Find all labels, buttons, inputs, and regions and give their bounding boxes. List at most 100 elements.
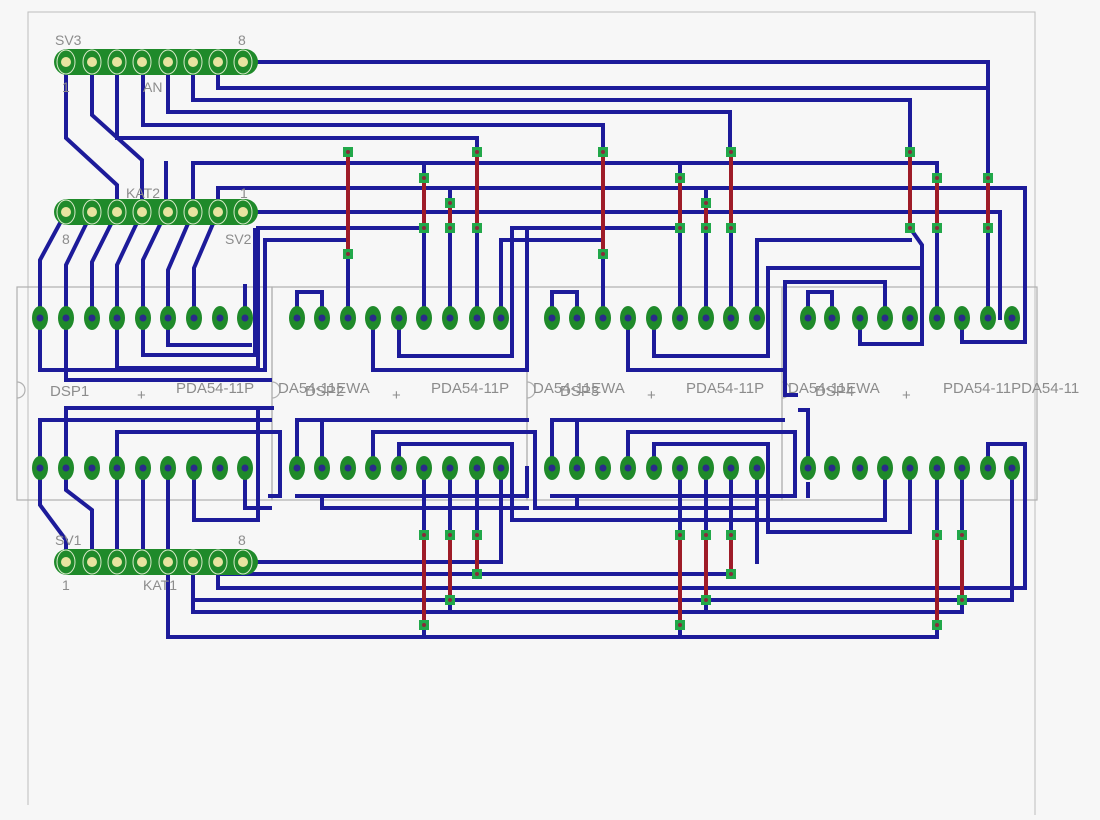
display-pin-hole	[650, 464, 658, 472]
sv3-pad-hole	[188, 57, 198, 67]
display-pin-hole	[62, 464, 70, 472]
via-hole	[935, 176, 939, 180]
sv1-signal: KAT1	[143, 577, 177, 593]
via-hole	[960, 598, 964, 602]
via-hole	[448, 201, 452, 205]
display-pin-hole	[599, 464, 607, 472]
display-pin-hole	[702, 314, 710, 322]
trace	[768, 466, 887, 522]
display-pin-hole	[446, 314, 454, 322]
trace	[550, 418, 785, 470]
trace	[141, 60, 605, 154]
sv2-pin-last: 8	[62, 231, 70, 247]
sv1-pad-hole	[137, 557, 147, 567]
display-pin-hole	[548, 314, 556, 322]
display-pin-hole	[216, 464, 224, 472]
via-hole	[678, 176, 682, 180]
display-pin-hole	[420, 464, 428, 472]
display-pin-hole	[727, 314, 735, 322]
display-pin-hole	[497, 314, 505, 322]
via-hole	[908, 150, 912, 154]
display-pin-hole	[473, 464, 481, 472]
display-pin-hole	[856, 314, 864, 322]
display-pin-hole	[369, 464, 377, 472]
trace	[64, 316, 272, 382]
trace	[652, 442, 912, 534]
sv3-pad-hole	[61, 57, 71, 67]
display-pin-hole	[293, 464, 301, 472]
dsp1-name: DSP1	[50, 383, 89, 400]
display-pin-hole	[318, 314, 326, 322]
sv1-pad-hole	[163, 557, 173, 567]
sv2-pad-hole	[213, 207, 223, 217]
trace	[192, 408, 260, 522]
via-hole	[986, 176, 990, 180]
trace	[90, 209, 120, 320]
trace	[192, 209, 221, 320]
display-pin-hole	[624, 464, 632, 472]
sv1-pad-hole	[238, 557, 248, 567]
via-hole	[422, 533, 426, 537]
trace	[295, 466, 529, 498]
display-pin-hole	[420, 314, 428, 322]
sv1-pin-last: 8	[238, 532, 246, 548]
trace	[397, 226, 682, 358]
trace	[216, 60, 990, 90]
display-pin-hole	[599, 314, 607, 322]
display-pin-hole	[828, 314, 836, 322]
trace	[166, 60, 732, 154]
display-pin-hole	[216, 314, 224, 322]
display-pin-hole	[139, 314, 147, 322]
dsp3-name: DSP3	[560, 383, 599, 400]
sv3-pad-hole	[87, 57, 97, 67]
dsp4-side: DA54-11EWA	[788, 380, 880, 397]
sv3-pad-hole	[163, 57, 173, 67]
dsp2-plus: +	[392, 387, 401, 404]
display-pin-hole	[676, 314, 684, 322]
via-hole	[704, 226, 708, 230]
display-pin-hole	[881, 314, 889, 322]
via-hole	[448, 598, 452, 602]
dsp4-value: PDA54-11PDA54-11	[943, 380, 1079, 397]
display-pin-hole	[113, 314, 121, 322]
via-hole	[475, 226, 479, 230]
trace	[626, 316, 785, 372]
via-hole	[601, 150, 605, 154]
via-hole	[729, 572, 733, 576]
dsp4-plus: +	[902, 387, 911, 404]
trace	[216, 186, 1027, 320]
via-hole	[960, 533, 964, 537]
sv3-name: SV3	[55, 32, 82, 48]
trace	[783, 280, 887, 397]
sv3-pin-last: 8	[238, 32, 246, 48]
sv1-pad-hole	[87, 557, 97, 567]
via-hole	[986, 226, 990, 230]
trace	[115, 60, 479, 154]
display-pin-hole	[164, 314, 172, 322]
dsp2-name: DSP2	[305, 383, 344, 400]
trace	[907, 225, 924, 342]
display-pin-hole	[62, 314, 70, 322]
trace	[141, 228, 257, 357]
via-hole	[729, 533, 733, 537]
display-pin-hole	[676, 464, 684, 472]
dsp1-plus: +	[137, 387, 146, 404]
trace	[115, 226, 426, 370]
display-pin-hole	[1008, 314, 1016, 322]
display-pin-hole	[856, 464, 864, 472]
display-pin-hole	[906, 464, 914, 472]
trace	[64, 60, 119, 214]
dsp2-value: PDA54-11P	[431, 380, 509, 397]
trace	[798, 408, 810, 470]
trace	[295, 418, 529, 470]
display-pin-hole	[36, 464, 44, 472]
trace	[141, 209, 169, 320]
dsp3-side: DA54-11EWA	[533, 380, 625, 397]
display-pin-hole	[36, 314, 44, 322]
via-hole	[475, 533, 479, 537]
via-hole	[908, 226, 912, 230]
trace	[115, 209, 145, 320]
display-pin-hole	[344, 464, 352, 472]
sv2-header-body	[54, 199, 258, 225]
board-outline	[27, 11, 1036, 815]
